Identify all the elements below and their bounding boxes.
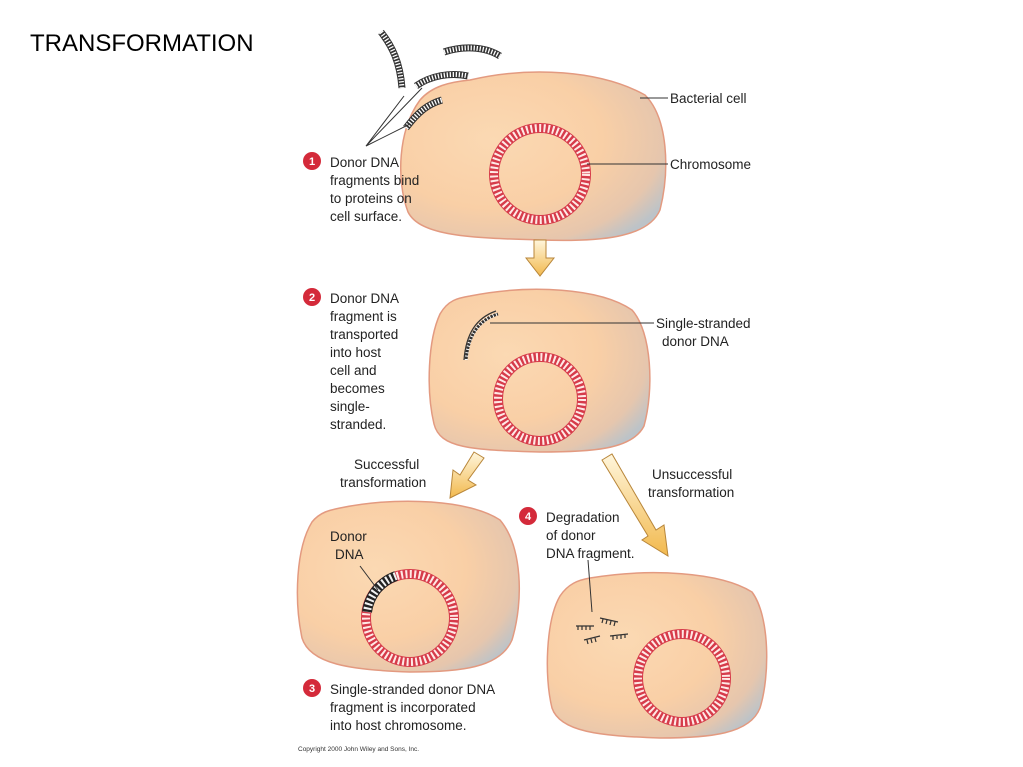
arrow-successful <box>449 451 485 499</box>
cell-3 <box>296 500 521 673</box>
step-2-line: into host <box>330 345 381 360</box>
step-4-number: 4 <box>525 511 532 523</box>
step-2-line: Donor DNA <box>330 291 399 306</box>
step-2-line: single- <box>330 399 370 414</box>
step-3-badge: 3 <box>303 679 321 697</box>
pointer-lines-step1 <box>365 87 423 147</box>
step-1-line: cell surface. <box>330 209 402 224</box>
chromosome-ring <box>633 629 731 727</box>
step-1-line: to proteins on <box>330 191 412 206</box>
label-successful: Successful transformation <box>340 457 426 490</box>
chromosome-ring <box>361 569 459 667</box>
cell-4 <box>546 559 768 739</box>
degraded-dna-fragments <box>576 617 629 645</box>
leader-degradation <box>587 559 593 613</box>
arrow-unsuccessful <box>601 453 669 557</box>
step-2-text: Donor DNA fragment is transported into h… <box>330 291 402 432</box>
incorporated-donor-dna <box>362 571 398 613</box>
step-2-line: transported <box>330 327 398 342</box>
step-2-line: cell and <box>330 363 377 378</box>
step-2-line: fragment is <box>330 309 397 324</box>
label-unsuccessful: Unsuccessful transformation <box>648 467 736 500</box>
step-1-line: Donor DNA <box>330 155 399 170</box>
label-donor-dna: Donor DNA <box>330 529 371 562</box>
step-4-line: of donor <box>546 528 596 543</box>
step-2-badge: 2 <box>303 288 321 306</box>
step-1-text: Donor DNA fragments bind to proteins on … <box>330 155 423 224</box>
step-1-number: 1 <box>309 156 315 168</box>
step-4-badge: 4 <box>519 507 537 525</box>
label-chromosome: Chromosome <box>670 157 751 172</box>
chromosome-ring <box>493 352 587 446</box>
label-bacterial-cell: Bacterial cell <box>670 91 747 106</box>
step-3-line: Single-stranded donor DNA <box>330 682 495 697</box>
arrow-down-1 <box>524 239 556 277</box>
step-3-line: fragment is incorporated <box>330 700 476 715</box>
step-3-text: Single-stranded donor DNA fragment is in… <box>330 682 498 733</box>
chromosome-ring <box>489 123 591 225</box>
label-single-stranded: Single-stranded donor DNA <box>656 316 754 349</box>
step-1-line: fragments bind <box>330 173 419 188</box>
copyright-notice: Copyright 2000 John Wiley and Sons, Inc. <box>298 746 419 753</box>
step-1-badge: 1 <box>303 152 321 170</box>
step-4-text: Degradation of donor DNA fragment. <box>546 510 635 561</box>
cell-1 <box>365 29 668 242</box>
slide-title: TRANSFORMATION <box>30 30 254 57</box>
step-4-line: Degradation <box>546 510 620 525</box>
step-3-line: into host chromosome. <box>330 718 467 733</box>
bacterial-cell-body <box>546 572 768 739</box>
step-2-number: 2 <box>309 292 315 304</box>
bacterial-cell-body <box>428 288 651 453</box>
leader-donor-dna <box>359 565 379 591</box>
bacterial-cell-body <box>296 500 521 673</box>
cell-2 <box>428 288 654 453</box>
single-stranded-donor-dna <box>463 310 499 361</box>
step-4-line: DNA fragment. <box>546 546 635 561</box>
step-2-line: becomes <box>330 381 385 396</box>
step-2-line: stranded. <box>330 417 386 432</box>
step-3-number: 3 <box>309 683 315 695</box>
